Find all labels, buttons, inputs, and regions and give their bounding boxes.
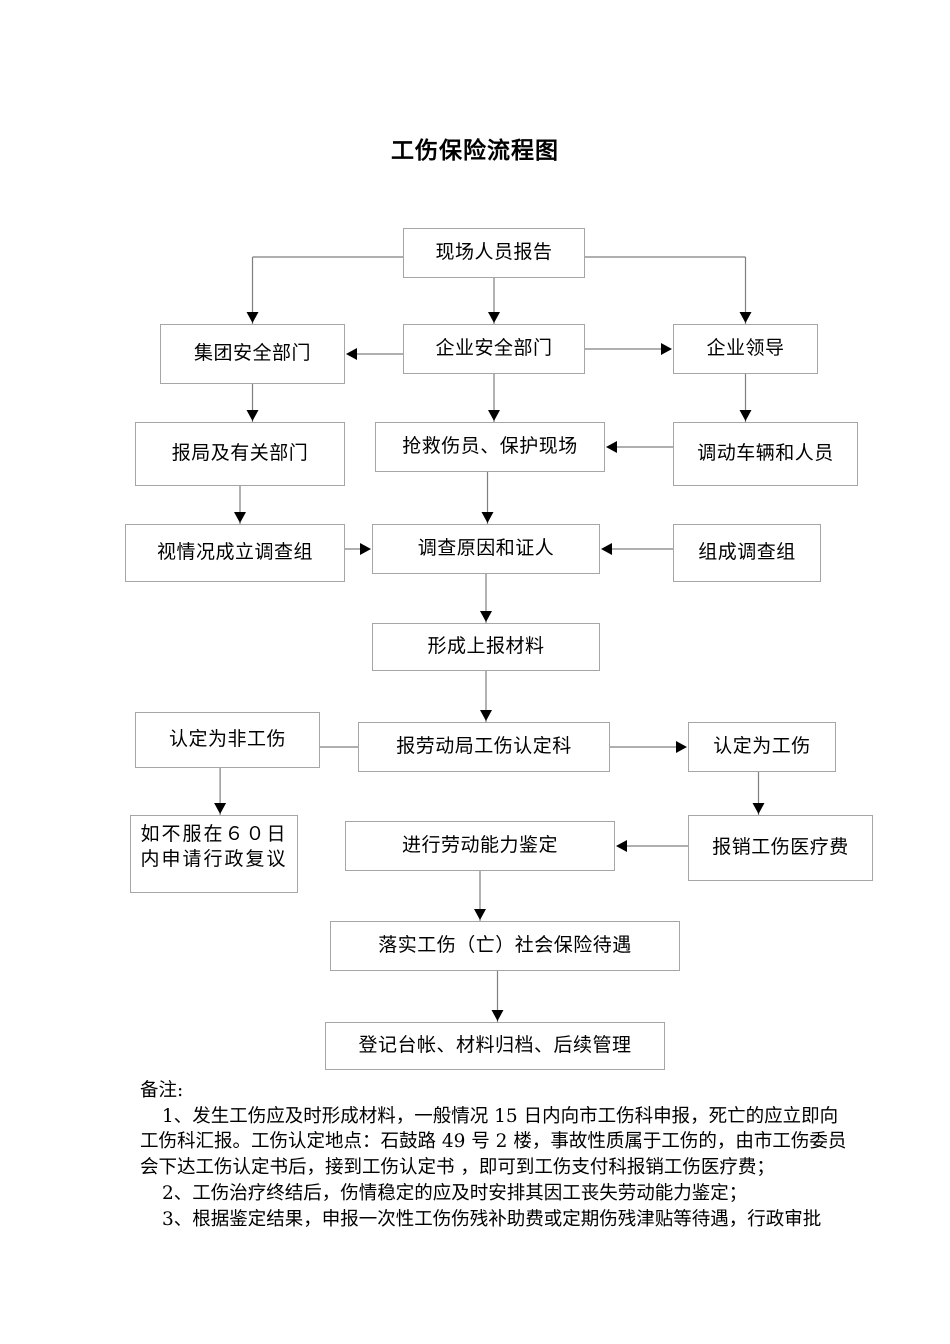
arrowhead-right: [360, 543, 371, 555]
flow-node-label: 落实工伤（亡）社会保险待遇: [378, 934, 632, 957]
flow-node-label: 如不服在６０日 内申请行政复议: [140, 823, 288, 871]
flow-node-n12: 认定为非工伤: [135, 712, 320, 768]
arrowhead-right: [676, 741, 687, 753]
flow-node-n4: 企业领导: [673, 324, 818, 374]
flow-node-n13: 报劳动局工伤认定科: [358, 722, 610, 772]
flow-node-n5: 报局及有关部门: [135, 422, 345, 486]
flow-node-label: 报局及有关部门: [171, 442, 309, 465]
arrowhead-down: [752, 803, 765, 814]
arrowhead-down: [491, 1010, 504, 1021]
note-item-2: 2、工伤治疗终结后，伤情稳定的应及时安排其因工丧失劳动能力鉴定；: [162, 1182, 748, 1204]
flow-node-n17: 报销工伤医疗费: [688, 815, 873, 881]
note-item-1-cont-2: 会下达工伤认定书后，接到工伤认定书 ，即可到工伤支付科报销工伤医疗费；: [140, 1157, 775, 1179]
arrowhead-down: [246, 410, 259, 421]
flow-node-label: 认定为非工伤: [168, 728, 286, 751]
flow-node-label: 认定为工伤: [713, 735, 811, 758]
flow-node-n18: 落实工伤（亡）社会保险待遇: [330, 921, 680, 971]
arrowhead-down: [480, 710, 492, 721]
flow-node-label: 企业安全部门: [435, 337, 553, 360]
arrowhead-right: [661, 343, 672, 355]
flow-node-n9: 调查原因和证人: [372, 524, 600, 574]
flow-node-label: 组成调查组: [698, 541, 796, 564]
flow-node-n6: 抢救伤员、保护现场: [375, 422, 605, 472]
notes-block: 备注: 1、发生工伤应及时形成材料，一般情况 15 日内向市工伤科申报，死亡的应…: [140, 1078, 950, 1232]
flow-node-label: 登记台帐、材料归档、后续管理: [358, 1034, 632, 1057]
flow-node-label: 视情况成立调查组: [156, 541, 313, 564]
flow-node-n15: 如不服在６０日 内申请行政复议: [130, 815, 298, 893]
flow-node-n16: 进行劳动能力鉴定: [345, 821, 615, 871]
flow-node-n1: 现场人员报告: [403, 228, 585, 278]
arrowhead-down: [474, 909, 486, 920]
flow-node-label: 调动车辆和人员: [697, 442, 834, 465]
flow-node-n2: 集团安全部门: [160, 324, 345, 384]
arrowhead-down: [246, 312, 259, 323]
flow-node-label: 企业领导: [706, 337, 785, 360]
flow-node-n10: 组成调查组: [673, 524, 821, 582]
flow-node-label: 报销工伤医疗费: [712, 836, 849, 859]
note-item-1-cont-1: 工伤科汇报。工伤认定地点：石鼓路 49 号 2 楼，事故性质属于工伤的，由市工伤…: [140, 1131, 847, 1153]
flow-node-n19: 登记台帐、材料归档、后续管理: [325, 1022, 665, 1070]
arrowhead-left: [606, 441, 617, 453]
flow-node-n7: 调动车辆和人员: [673, 422, 858, 486]
flow-node-label: 现场人员报告: [435, 241, 553, 264]
flow-node-label: 调查原因和证人: [417, 537, 555, 560]
flow-node-label: 报劳动局工伤认定科: [396, 735, 572, 758]
flow-node-n8: 视情况成立调查组: [125, 524, 345, 582]
arrowhead-down: [739, 312, 752, 323]
page-title: 工伤保险流程图: [391, 137, 559, 164]
arrowhead-down: [481, 512, 494, 523]
arrowhead-down: [214, 803, 227, 814]
arrowhead-left: [346, 348, 357, 360]
flow-node-label: 抢救伤员、保护现场: [402, 435, 578, 458]
flow-node-n11: 形成上报材料: [372, 623, 600, 671]
arrowhead-down: [488, 312, 500, 323]
arrowhead-down: [488, 410, 500, 421]
arrowhead-down: [739, 410, 752, 421]
note-item-1: 1、发生工伤应及时形成材料，一般情况 15 日内向市工伤科申报，死亡的应立即向: [162, 1105, 839, 1127]
arrowhead-left: [616, 840, 627, 852]
arrowhead-down: [480, 611, 492, 622]
flow-node-n14: 认定为工伤: [688, 722, 836, 772]
flow-node-label: 进行劳动能力鉴定: [401, 834, 558, 857]
notes-heading: 备注:: [140, 1080, 184, 1101]
flow-node-label: 形成上报材料: [427, 635, 545, 658]
flow-node-n3: 企业安全部门: [403, 324, 585, 374]
arrowhead-down: [234, 512, 246, 523]
flow-node-label: 集团安全部门: [193, 342, 311, 365]
note-item-3: 3、根据鉴定结果，申报一次性工伤伤残补助费或定期伤残津贴等待遇，行政审批: [162, 1208, 822, 1230]
arrowhead-left: [601, 543, 612, 555]
